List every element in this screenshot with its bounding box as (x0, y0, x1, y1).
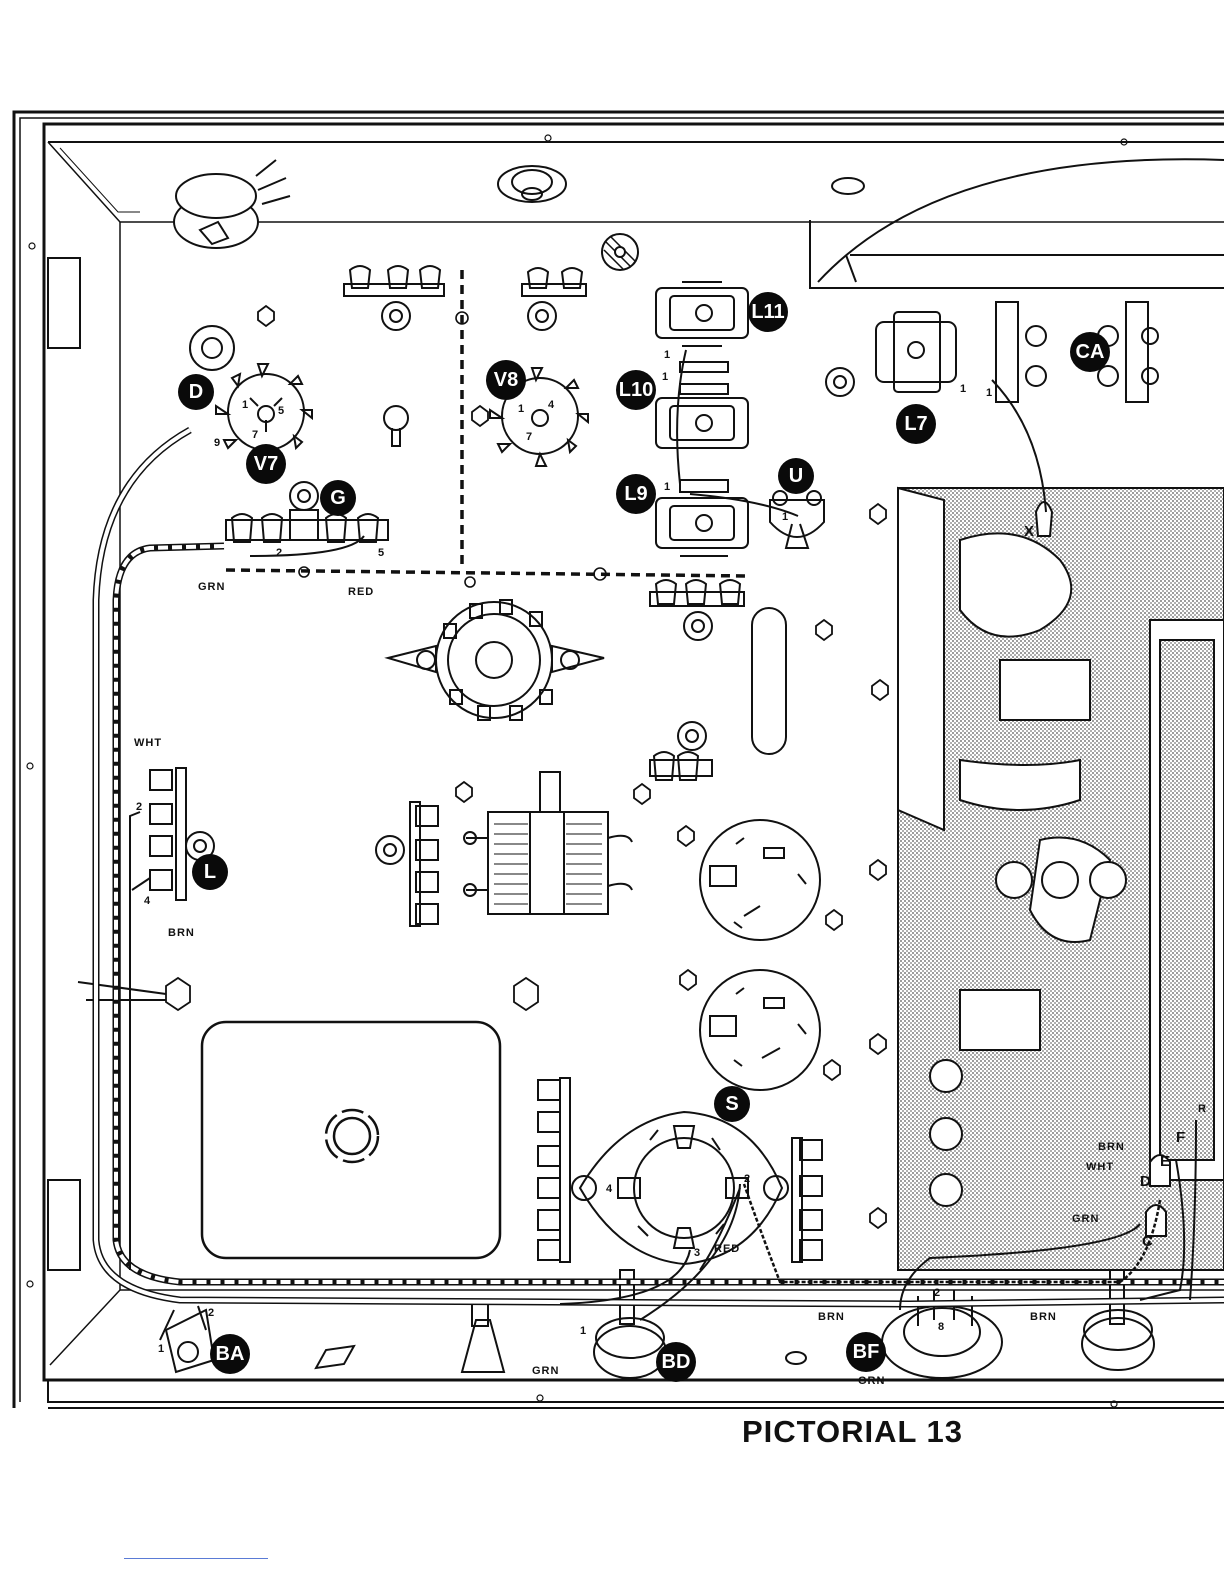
grommet-top (498, 166, 566, 202)
svg-text:L10: L10 (619, 379, 653, 401)
pin-g-5: 5 (378, 547, 384, 559)
callout-s: S (714, 1086, 750, 1122)
svg-text:CA: CA (1076, 341, 1105, 363)
page-footer-rule (124, 1558, 268, 1559)
svg-text:V7: V7 (254, 453, 278, 475)
wire-label-grn-bf: GRN (858, 1375, 885, 1387)
svg-text:BF: BF (853, 1341, 880, 1363)
pin-l7-1b: 1 (986, 387, 992, 399)
chassis-slot (752, 608, 786, 754)
socket-u (770, 491, 824, 548)
svg-text:L7: L7 (904, 413, 927, 435)
coil-forms (656, 282, 748, 556)
svg-text:V8: V8 (494, 369, 518, 391)
wire-label-brn-bottom1: BRN (818, 1311, 845, 1323)
wire-label-grn-ba: GRN (532, 1365, 559, 1377)
pin-l-2: 2 (136, 801, 142, 813)
svg-text:L9: L9 (624, 483, 647, 505)
callout-ca: CA (1070, 332, 1110, 372)
pin-g-2: 2 (276, 547, 282, 559)
terminal-x: X (1024, 523, 1034, 540)
circuit-board (898, 488, 1224, 1270)
hex-nuts (166, 306, 888, 1228)
pin-v7-7: 7 (252, 429, 258, 441)
pin-bf-2: 2 (934, 1287, 940, 1299)
pin-bf-8: 8 (938, 1321, 944, 1333)
svg-text:D: D (189, 381, 203, 403)
pin-v7-9: 9 (214, 437, 220, 449)
pin-ba-2: 2 (208, 1307, 214, 1319)
pin-u-1: 1 (782, 511, 788, 523)
pin-l10-1: 1 (662, 371, 668, 383)
wire-label-red-s: RED (714, 1243, 740, 1255)
pin-v8-7: 7 (526, 431, 532, 443)
callout-l: L (192, 854, 228, 890)
wire-label-grn-g: GRN (198, 581, 225, 593)
wire-label-wht-l: WHT (134, 737, 162, 749)
terminal-f: F (1176, 1129, 1185, 1146)
callout-ba: BA (210, 1334, 250, 1374)
potentiometer-top-left (174, 160, 290, 248)
terminal-e: E (1160, 1153, 1170, 1170)
wire-label-r-right: R (1198, 1103, 1207, 1115)
pin-ba-1: 1 (158, 1343, 164, 1355)
wire-label-wht-right: WHT (1086, 1161, 1114, 1173)
figure-caption: PICTORIAL 13 (742, 1414, 963, 1450)
pin-l11-1: 1 (664, 349, 670, 361)
socket-s (572, 1112, 788, 1264)
callout-bd: BD (656, 1342, 696, 1382)
svg-text:L: L (204, 861, 216, 883)
transformer-cutout (202, 1022, 500, 1258)
wire-label-brn-bottom2: BRN (1030, 1311, 1057, 1323)
large-tube-socket (388, 600, 604, 720)
pin-s-4: 4 (606, 1183, 613, 1195)
terminal-d: D (1140, 1173, 1151, 1190)
pin-v7-1: 1 (242, 399, 248, 411)
pin-bd-1: 1 (580, 1325, 586, 1337)
callout-u: U (778, 458, 814, 494)
callout-v8: V8 (486, 360, 526, 400)
callout-l10: L10 (616, 370, 656, 410)
svg-text:BD: BD (662, 1351, 691, 1373)
pin-v8-1: 1 (518, 403, 524, 415)
callout-l9: L9 (616, 474, 656, 514)
hole-top-right (832, 178, 864, 194)
wire-label-brn-right: BRN (1098, 1141, 1125, 1153)
pin-l7-1a: 1 (960, 383, 966, 395)
terminal-c: C (1142, 1233, 1153, 1250)
svg-text:U: U (789, 465, 803, 487)
pin-s-3: 3 (694, 1247, 700, 1259)
rotary-switch (464, 772, 632, 914)
coil-l7 (826, 312, 956, 396)
washer-v7 (190, 326, 234, 370)
callout-v7: V7 (246, 444, 286, 484)
svg-text:BA: BA (216, 1343, 245, 1365)
pin-l9-1: 1 (664, 481, 670, 493)
callout-l7: L7 (896, 404, 936, 444)
wire-label-brn-l: BRN (168, 927, 195, 939)
dial-housing (810, 159, 1224, 288)
callout-d: D (178, 374, 214, 410)
keyhole-slot (384, 406, 408, 446)
pin-s-2: 2 (744, 1173, 750, 1185)
pin-v7-5: 5 (278, 405, 284, 417)
wire-label-red-g: RED (348, 586, 374, 598)
callout-bf: BF (846, 1332, 886, 1372)
grommet-hatched (602, 234, 638, 270)
svg-text:L11: L11 (751, 301, 784, 323)
pin-v8-4: 4 (548, 399, 555, 411)
svg-text:G: G (330, 487, 346, 509)
wire-label-grn-right: GRN (1072, 1213, 1099, 1225)
svg-text:S: S (725, 1093, 738, 1115)
callout-g: G (320, 480, 356, 516)
round-sockets (700, 820, 820, 1090)
pin-l-4: 4 (144, 895, 151, 907)
callout-l11: L11 (748, 292, 788, 332)
